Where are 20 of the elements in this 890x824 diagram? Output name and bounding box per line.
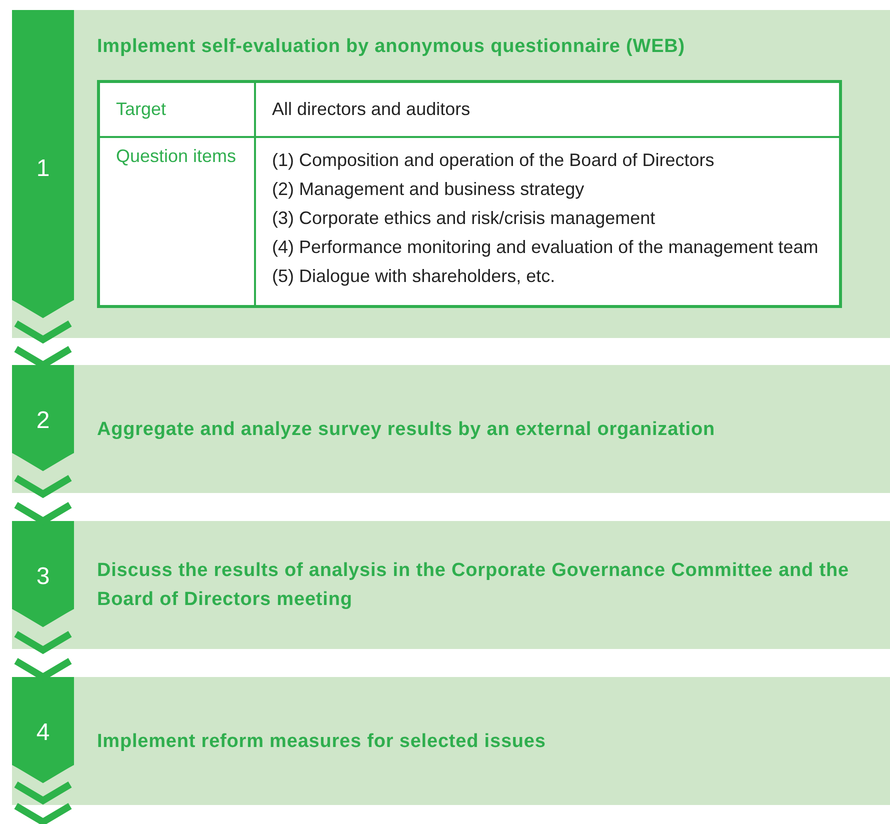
step-panel xyxy=(12,521,890,649)
step-heading: Aggregate and analyze survey results by an external organization xyxy=(97,418,716,442)
step-heading: Discuss the results of analysis in the Corporate Governance Committee and the Board of Directors meeting xyxy=(97,559,850,612)
step-heading: Implement self-evaluation by anonymous questionnaire (WEB) xyxy=(97,35,686,59)
step-number: 3 xyxy=(35,563,51,591)
step-heading: Implement reform measures for selected issues xyxy=(97,730,547,754)
list-item: (5) Dialogue with shareholders, etc. xyxy=(272,265,556,288)
step-panel xyxy=(12,10,890,338)
row-header: Question items xyxy=(116,146,236,166)
table-cell-text: All directors and auditors xyxy=(272,99,470,119)
list-item: (3) Corporate ethics and risk/crisis management xyxy=(272,207,656,230)
row-header: Target xyxy=(116,99,166,119)
list-item: (2) Management and business strategy xyxy=(272,178,586,201)
step-number: 1 xyxy=(35,155,51,183)
step-panel xyxy=(12,365,890,493)
step-panel xyxy=(12,677,890,805)
list-item: (4) Performance monitoring and evaluation of the management team xyxy=(272,236,820,259)
step-number: 2 xyxy=(35,407,51,435)
list-item: (1) Composition and operation of the Board of Directors xyxy=(272,149,716,172)
step-number: 4 xyxy=(35,719,51,747)
